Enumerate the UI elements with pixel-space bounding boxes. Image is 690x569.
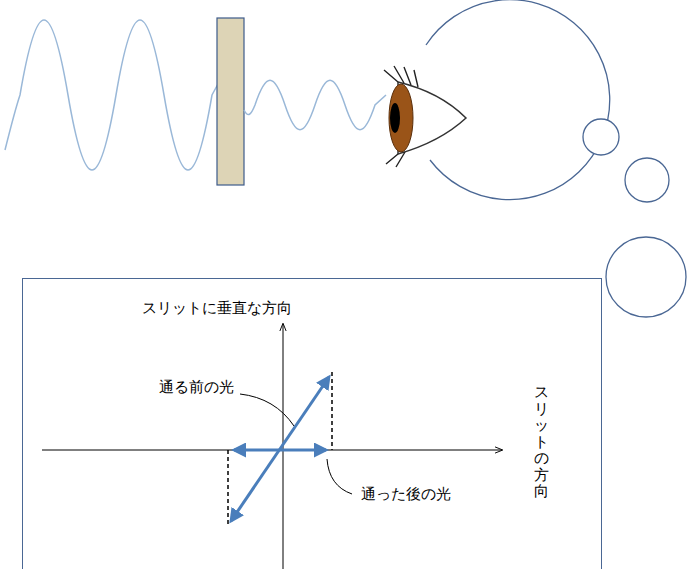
- projection-line: [227, 450, 229, 526]
- light-wave: [5, 20, 218, 170]
- thought-bubble: [426, 0, 610, 200]
- thought-bubble: [606, 237, 686, 317]
- axis-label: スリットの方向: [534, 384, 549, 500]
- diagram-panel: スリットに垂直な方向通る前の光 スリットの方向通った後の光: [22, 278, 602, 569]
- projection-line: [331, 372, 333, 450]
- polarization-arrow: [234, 449, 326, 452]
- leader-line: [327, 459, 352, 494]
- axis-line: [42, 450, 502, 451]
- polarizer-plate: [217, 18, 244, 185]
- eye: [384, 66, 466, 167]
- diagram-label: 通った後の光: [360, 485, 452, 503]
- leader-line: [240, 394, 294, 426]
- diagram-label: スリットに垂直な方向: [141, 299, 293, 317]
- thought-bubble: [625, 158, 669, 202]
- diagram-label: 通る前の光: [158, 378, 235, 396]
- light-wave: [244, 80, 386, 130]
- polarization-arrow: [231, 377, 329, 521]
- thought-bubble: [583, 119, 619, 155]
